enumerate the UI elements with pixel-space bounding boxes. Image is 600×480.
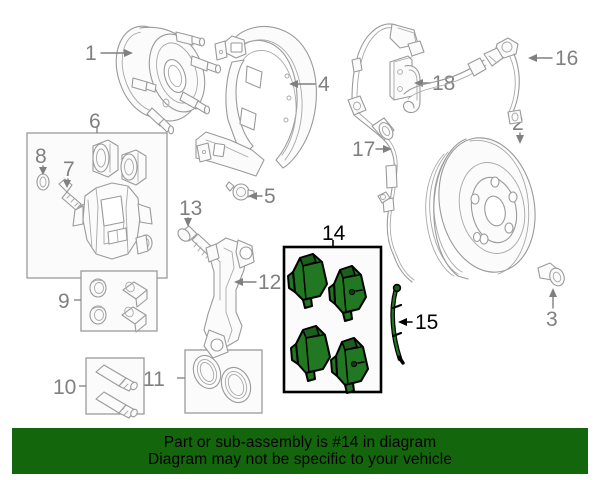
callout-label-15: 15: [415, 311, 438, 334]
part-caliper-pistons: [92, 139, 147, 186]
callout-label-14: 14: [322, 222, 346, 245]
callout-7: 7: [63, 158, 75, 188]
callout-17: 17: [352, 138, 392, 161]
wheel-stud: [190, 55, 222, 74]
callout-label-13: 13: [179, 197, 202, 220]
part-brake-dust-shield: [195, 26, 317, 177]
part-brake-pad-set: [287, 253, 369, 394]
part-guide-pin-bolts: [95, 364, 138, 419]
callout-1: 1: [85, 42, 133, 65]
callout-14: 14: [322, 222, 346, 245]
brake-pad: [330, 337, 369, 394]
callout-label-1: 1: [85, 42, 97, 65]
callout-8: 8: [35, 145, 47, 175]
callout-2: 2: [512, 112, 524, 144]
callout-label-16: 16: [555, 47, 578, 70]
callout-label-5: 5: [264, 185, 276, 208]
callout-11: 11: [143, 368, 165, 391]
part-caliper-body: [72, 182, 153, 260]
part-wheel-hub-assembly: [115, 25, 222, 135]
part-caliper-boots-bushings: [89, 278, 148, 333]
wheel-stud: [146, 107, 175, 135]
brake-pad: [328, 265, 367, 322]
callout-5: 5: [248, 185, 276, 208]
callout-15: 15: [398, 311, 438, 334]
brake-pad: [287, 253, 328, 309]
callout-label-9: 9: [58, 290, 70, 313]
callout-6: 6: [89, 110, 101, 133]
callout-label-4: 4: [318, 73, 330, 96]
part-abs-sensor-bracket: [389, 55, 421, 114]
callout-16: 16: [528, 47, 578, 70]
banner-line-1: Part or sub-assembly is #14 in diagram: [163, 433, 437, 451]
part-dust-shield-screw: [225, 181, 255, 201]
part-brake-rotor: [425, 137, 536, 280]
callout-9: 9: [58, 290, 70, 313]
part-brake-hose: [403, 37, 523, 125]
banner-line-2: Diagram may not be specific to your vehi…: [147, 451, 453, 468]
callout-label-7: 7: [63, 158, 75, 181]
callout-label-11: 11: [143, 368, 165, 391]
callout-13: 13: [179, 197, 202, 227]
callout-label-17: 17: [352, 138, 375, 161]
callout-12: 12: [234, 271, 281, 294]
callout-label-6: 6: [89, 110, 101, 133]
callout-3: 3: [546, 288, 558, 331]
callout-label-8: 8: [35, 145, 47, 168]
callout-label-2: 2: [512, 112, 524, 135]
part-brake-pad-wear-sensor: [390, 283, 405, 365]
part-piston-seals: [192, 354, 252, 404]
wheel-stud: [179, 91, 211, 115]
callout-label-18: 18: [432, 72, 455, 95]
callout-label-10: 10: [53, 376, 76, 399]
callout-4: 4: [289, 73, 330, 96]
part-rotor-retaining-screw: [537, 262, 565, 287]
wheel-stud: [175, 31, 206, 47]
part-bleeder-screw-cap: [36, 173, 50, 191]
part-caliper-mounting-bracket: [203, 237, 255, 359]
brake-pad: [290, 325, 331, 382]
callout-10: 10: [53, 376, 76, 399]
part-abs-sensor-cable: [347, 23, 425, 283]
wheel-stud: [131, 77, 157, 93]
callout-label-3: 3: [546, 308, 558, 331]
info-banner: Part or sub-assembly is #14 in diagram D…: [12, 428, 588, 474]
callout-label-12: 12: [258, 271, 281, 294]
